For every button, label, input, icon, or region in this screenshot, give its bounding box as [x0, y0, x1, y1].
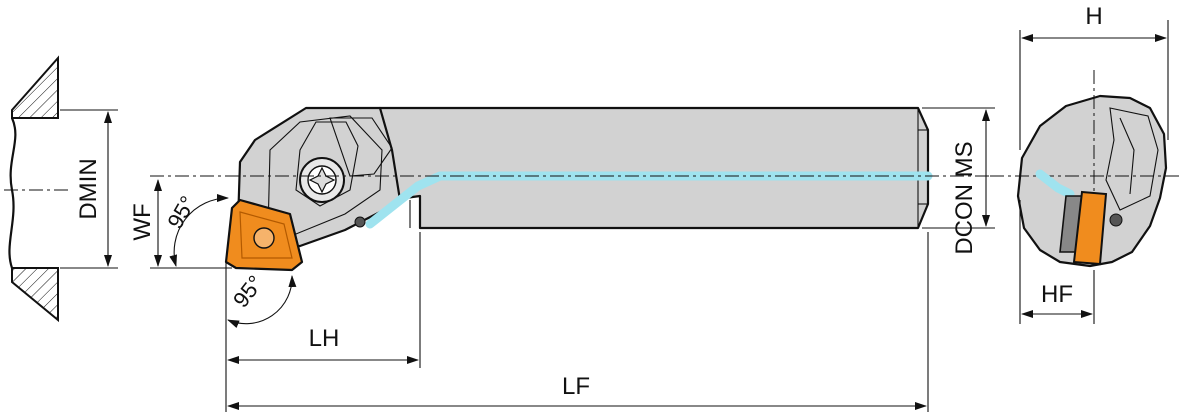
hf-label: HF	[1041, 281, 1073, 308]
lh-label: LH	[309, 325, 340, 352]
boring-bar-view: WF 95° 95° LH LF DCON MS	[129, 106, 995, 412]
bore-wall-top-hatch	[11, 55, 59, 119]
angle-arc-top	[169, 194, 229, 267]
dmin-label: DMIN	[75, 158, 102, 219]
lf-label: LF	[562, 373, 590, 400]
wf-label: WF	[129, 203, 156, 240]
h-label: H	[1085, 3, 1102, 30]
end-view-insert	[1072, 190, 1108, 266]
bore-wall-bottom-hatch	[11, 267, 59, 323]
dcon-ms-label: DCON MS	[951, 141, 978, 254]
end-view: H HF	[990, 3, 1180, 324]
angle-top-label: 95°	[162, 192, 200, 233]
bore-section-view: DMIN	[4, 55, 118, 323]
angle-bottom-label: 95°	[228, 271, 268, 313]
bar-shank	[378, 106, 930, 230]
angle-arc-bottom	[227, 275, 297, 328]
bore-profile	[8, 117, 17, 269]
